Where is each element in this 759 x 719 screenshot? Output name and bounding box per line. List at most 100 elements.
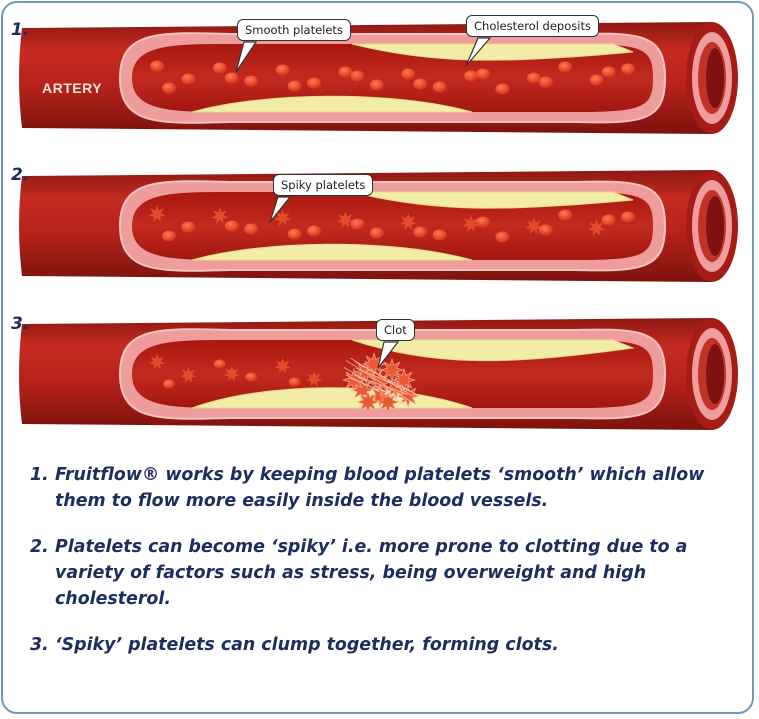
smooth-platelet bbox=[495, 83, 510, 95]
spiky-platelet bbox=[306, 371, 322, 387]
panel-2-number: 2. bbox=[11, 165, 30, 185]
smooth-platelet bbox=[163, 379, 175, 389]
spiky-platelet bbox=[336, 211, 355, 229]
smooth-platelet bbox=[369, 79, 384, 91]
cholesterol-deposit-top bbox=[351, 43, 634, 61]
smooth-platelet bbox=[350, 218, 365, 230]
fibrin-strand bbox=[355, 367, 413, 393]
note-text: Fruitflow® works by keeping blood platel… bbox=[55, 465, 705, 511]
smooth-platelet bbox=[244, 223, 259, 235]
fibrin-strand bbox=[345, 374, 409, 407]
spiky-platelet bbox=[399, 213, 417, 231]
smooth-platelet bbox=[288, 377, 301, 387]
spiky-platelet bbox=[587, 219, 606, 237]
smooth-platelet bbox=[224, 220, 239, 232]
spiky-platelet bbox=[149, 354, 165, 370]
smooth-platelet bbox=[287, 228, 302, 240]
panel-3-number: 3. bbox=[11, 314, 30, 334]
smooth-platelet bbox=[275, 64, 290, 76]
smooth-platelet bbox=[307, 225, 321, 237]
spiky-platelet bbox=[525, 217, 543, 235]
smooth-platelet bbox=[150, 60, 164, 72]
smooth-platelet bbox=[601, 66, 616, 78]
smooth-platelet bbox=[476, 216, 490, 228]
smooth-platelet bbox=[338, 66, 353, 78]
smooth-platelet bbox=[224, 72, 239, 84]
artery-panel-3 bbox=[19, 318, 738, 430]
smooth-platelet bbox=[589, 74, 604, 86]
callout-clot: Clot bbox=[376, 319, 415, 341]
smooth-platelet bbox=[244, 75, 259, 87]
fibrin-strand bbox=[354, 361, 416, 395]
smooth-platelet bbox=[181, 73, 196, 85]
smooth-platelet bbox=[213, 359, 226, 369]
smooth-platelet bbox=[558, 209, 573, 221]
clot-cluster bbox=[341, 351, 421, 415]
smooth-platelet bbox=[413, 78, 428, 90]
artery-panel-1 bbox=[19, 22, 738, 134]
smooth-platelet bbox=[413, 226, 428, 238]
smooth-platelet bbox=[432, 229, 447, 241]
smooth-platelet bbox=[401, 68, 416, 80]
spiky-platelet bbox=[224, 366, 240, 382]
smooth-platelet bbox=[307, 77, 321, 89]
callout-smooth-tail bbox=[235, 41, 258, 73]
smooth-platelet bbox=[369, 227, 384, 239]
spiky-platelet bbox=[148, 205, 166, 223]
smooth-platelet bbox=[495, 231, 510, 243]
note-number: 2. bbox=[30, 537, 49, 557]
clot-platelet bbox=[355, 389, 381, 415]
spiky-platelet bbox=[462, 215, 480, 233]
fibrin-strand bbox=[345, 360, 417, 406]
cholesterol-deposit-top bbox=[351, 191, 634, 209]
note-item: 3. ‘Spiky’ platelets can clump together,… bbox=[30, 632, 730, 658]
smooth-platelet bbox=[538, 76, 553, 88]
note-number: 1. bbox=[30, 465, 49, 485]
smooth-platelet bbox=[181, 221, 196, 233]
callout-clot-tail bbox=[377, 341, 400, 369]
explanation-list: 1. Fruitflow® works by keeping blood pla… bbox=[30, 462, 730, 658]
smooth-platelet bbox=[538, 224, 553, 236]
smooth-platelet bbox=[245, 372, 258, 382]
callout-cholesterol-deposits: Cholesterol deposits bbox=[466, 15, 599, 37]
smooth-platelet bbox=[558, 61, 573, 73]
smooth-platelet bbox=[621, 63, 635, 75]
smooth-platelet bbox=[162, 82, 176, 94]
note-item: 1. Fruitflow® works by keeping blood pla… bbox=[30, 462, 730, 514]
cholesterol-deposit-bottom bbox=[191, 243, 473, 261]
panel-1-number: 1. bbox=[11, 20, 30, 40]
clot-platelet bbox=[375, 389, 401, 415]
smooth-platelet bbox=[601, 214, 616, 226]
spiky-platelet bbox=[274, 358, 291, 374]
note-number: 3. bbox=[30, 635, 49, 655]
callout-cholesterol-tail bbox=[465, 37, 492, 67]
spiky-platelet bbox=[180, 367, 197, 383]
smooth-platelet bbox=[432, 81, 447, 93]
smooth-platelet bbox=[526, 72, 541, 84]
artery-lumen bbox=[132, 44, 653, 112]
artery-end-inner bbox=[706, 196, 724, 256]
smooth-platelet bbox=[350, 70, 365, 82]
callout-smooth-platelets: Smooth platelets bbox=[237, 19, 351, 41]
smooth-platelet bbox=[621, 211, 635, 223]
callout-spiky-platelets: Spiky platelets bbox=[273, 174, 374, 196]
artery-lumen bbox=[132, 192, 653, 260]
smooth-platelet bbox=[162, 230, 176, 242]
note-text: Platelets can become ‘spiky’ i.e. more p… bbox=[55, 537, 688, 609]
artery-panel-2 bbox=[19, 170, 738, 282]
spiky-platelet bbox=[211, 207, 229, 225]
smooth-platelet bbox=[464, 70, 478, 82]
artery-end-inner bbox=[706, 48, 724, 108]
smooth-platelet bbox=[287, 80, 302, 92]
cholesterol-deposit-bottom bbox=[191, 95, 473, 113]
fibrin-strand bbox=[350, 357, 419, 400]
note-text: ‘Spiky’ platelets can clump together, fo… bbox=[55, 635, 559, 655]
fibrin-strand bbox=[343, 367, 413, 409]
smooth-platelet bbox=[212, 62, 227, 74]
smooth-platelet bbox=[476, 68, 490, 80]
spiky-platelet bbox=[273, 209, 292, 227]
artery-label: ARTERY bbox=[42, 80, 103, 96]
artery-end-inner bbox=[706, 344, 724, 404]
note-item: 2. Platelets can become ‘spiky’ i.e. mor… bbox=[30, 534, 730, 612]
